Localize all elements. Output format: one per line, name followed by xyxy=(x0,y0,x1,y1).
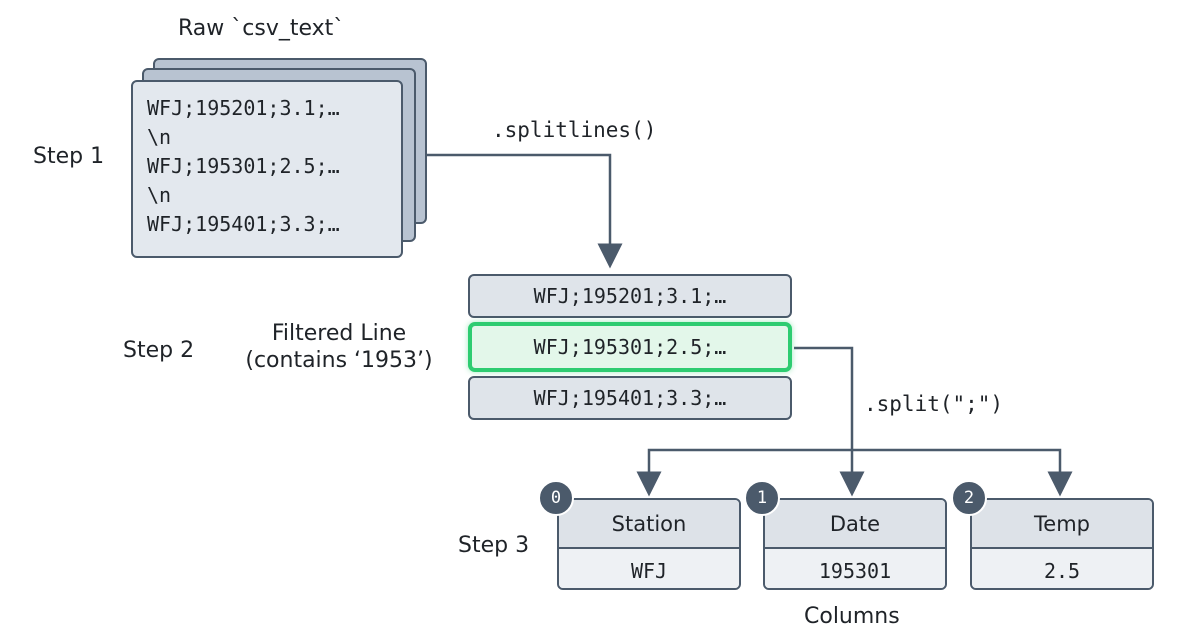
column-value: WFJ xyxy=(559,549,739,588)
column-value: 195301 xyxy=(765,549,945,588)
column-date: Date 195301 xyxy=(763,498,947,590)
columns-caption: Columns xyxy=(804,604,900,629)
column-temp: Temp 2.5 xyxy=(970,498,1154,590)
newline-marker: \n xyxy=(147,183,172,207)
filtered-line-item: WFJ;195301;2.5;… xyxy=(468,322,792,372)
step-3-label: Step 3 xyxy=(458,533,530,558)
splitlines-arrow xyxy=(405,153,623,269)
raw-line: WFJ;195301;2.5;… xyxy=(147,154,340,178)
step-2-label: Step 2 xyxy=(123,338,195,363)
raw-csv-document: WFJ;195201;3.1;… \n WFJ;195301;2.5;… \n … xyxy=(131,80,403,258)
raw-text-title: Raw `csv_text` xyxy=(178,16,345,41)
column-index-badge: 1 xyxy=(744,480,780,516)
filtered-line-condition: (contains ‘1953’) xyxy=(245,348,433,373)
filtered-line-label: Filtered Line (contains ‘1953’) xyxy=(232,320,446,374)
line-item: WFJ;195201;3.1;… xyxy=(468,274,792,318)
column-station: Station WFJ xyxy=(557,498,741,590)
line-item: WFJ;195401;3.3;… xyxy=(468,376,792,420)
split-label: .split(";") xyxy=(864,392,1004,416)
filtered-line-title: Filtered Line xyxy=(271,321,407,346)
column-header: Date xyxy=(765,500,945,549)
newline-marker: \n xyxy=(147,125,172,149)
column-header: Station xyxy=(559,500,739,549)
step-1-label: Step 1 xyxy=(33,144,105,169)
split-branch-station xyxy=(636,448,852,497)
split-trunk-line xyxy=(794,346,854,450)
column-index-badge: 0 xyxy=(538,480,574,516)
raw-line: WFJ;195401;3.3;… xyxy=(147,212,340,236)
splitlines-label: .splitlines() xyxy=(492,118,657,142)
column-value: 2.5 xyxy=(972,549,1152,588)
raw-line: WFJ;195201;3.1;… xyxy=(147,96,340,120)
split-branch-temp xyxy=(852,448,1073,497)
column-header: Temp xyxy=(972,500,1152,549)
column-index-badge: 2 xyxy=(951,480,987,516)
